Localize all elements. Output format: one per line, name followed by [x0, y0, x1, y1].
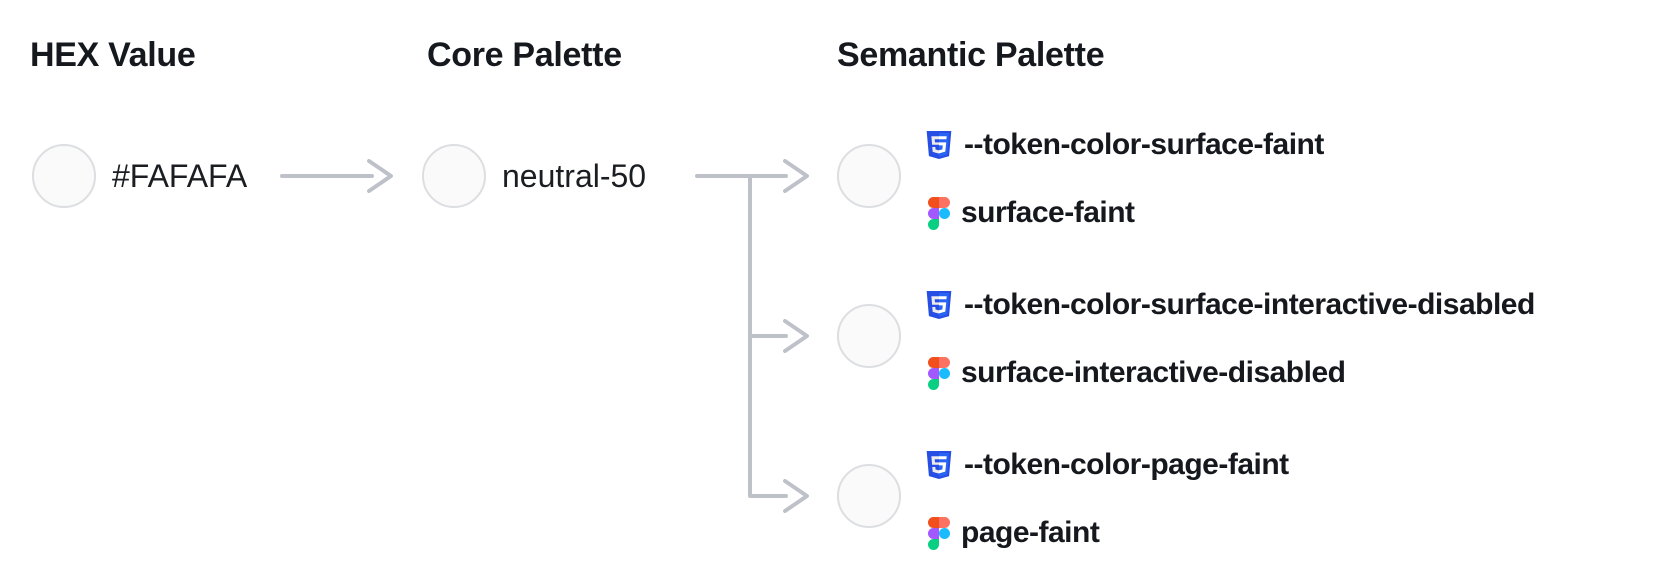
arrow-branch-1-head [783, 159, 809, 193]
figma-token-label: surface-interactive-disabled [961, 356, 1346, 389]
css-token-line: --token-color-surface-interactive-disabl… [925, 285, 1535, 325]
css3-icon [926, 131, 952, 159]
semantic-token-row: --token-color-surface-faint surface-fain… [837, 96, 1667, 256]
figma-token-label: page-faint [961, 516, 1100, 549]
hex-value-heading: HEX Value [30, 36, 196, 74]
css-token-line: --token-color-surface-faint [925, 125, 1324, 165]
hex-value-node: #FAFAFA [32, 144, 247, 208]
semantic-color-swatch [837, 144, 901, 208]
figma-token-line: surface-interactive-disabled [928, 353, 1346, 393]
css3-icon [926, 291, 952, 319]
core-palette-node: neutral-50 [422, 144, 646, 208]
semantic-palette-heading: Semantic Palette [837, 36, 1105, 74]
connector-core-trunk [695, 174, 788, 498]
figma-icon [928, 516, 950, 550]
semantic-token-row: --token-color-surface-interactive-disabl… [837, 256, 1667, 416]
figma-token-line: page-faint [928, 513, 1100, 553]
css-token-label: --token-color-surface-interactive-disabl… [964, 288, 1535, 321]
semantic-token-row: --token-color-page-faint page-faint [837, 416, 1667, 576]
semantic-color-swatch [837, 464, 901, 528]
hex-value-label: #FAFAFA [112, 157, 248, 194]
figma-icon [928, 196, 950, 230]
core-palette-heading: Core Palette [427, 36, 622, 74]
css-token-line: --token-color-page-faint [925, 445, 1289, 485]
figma-token-label: surface-faint [961, 196, 1135, 229]
figma-token-line: surface-faint [928, 193, 1135, 233]
core-palette-label: neutral-50 [502, 157, 647, 194]
arrow-branch-2-head [783, 319, 809, 353]
core-color-swatch [422, 144, 486, 208]
hex-color-swatch [32, 144, 96, 208]
css3-icon [926, 451, 952, 479]
arrow-branch-3-head [783, 479, 809, 513]
semantic-color-swatch [837, 304, 901, 368]
figma-icon [928, 356, 950, 390]
css-token-label: --token-color-page-faint [964, 448, 1289, 481]
arrow-hex-to-core-head [367, 159, 393, 193]
css-token-label: --token-color-surface-faint [964, 128, 1324, 161]
